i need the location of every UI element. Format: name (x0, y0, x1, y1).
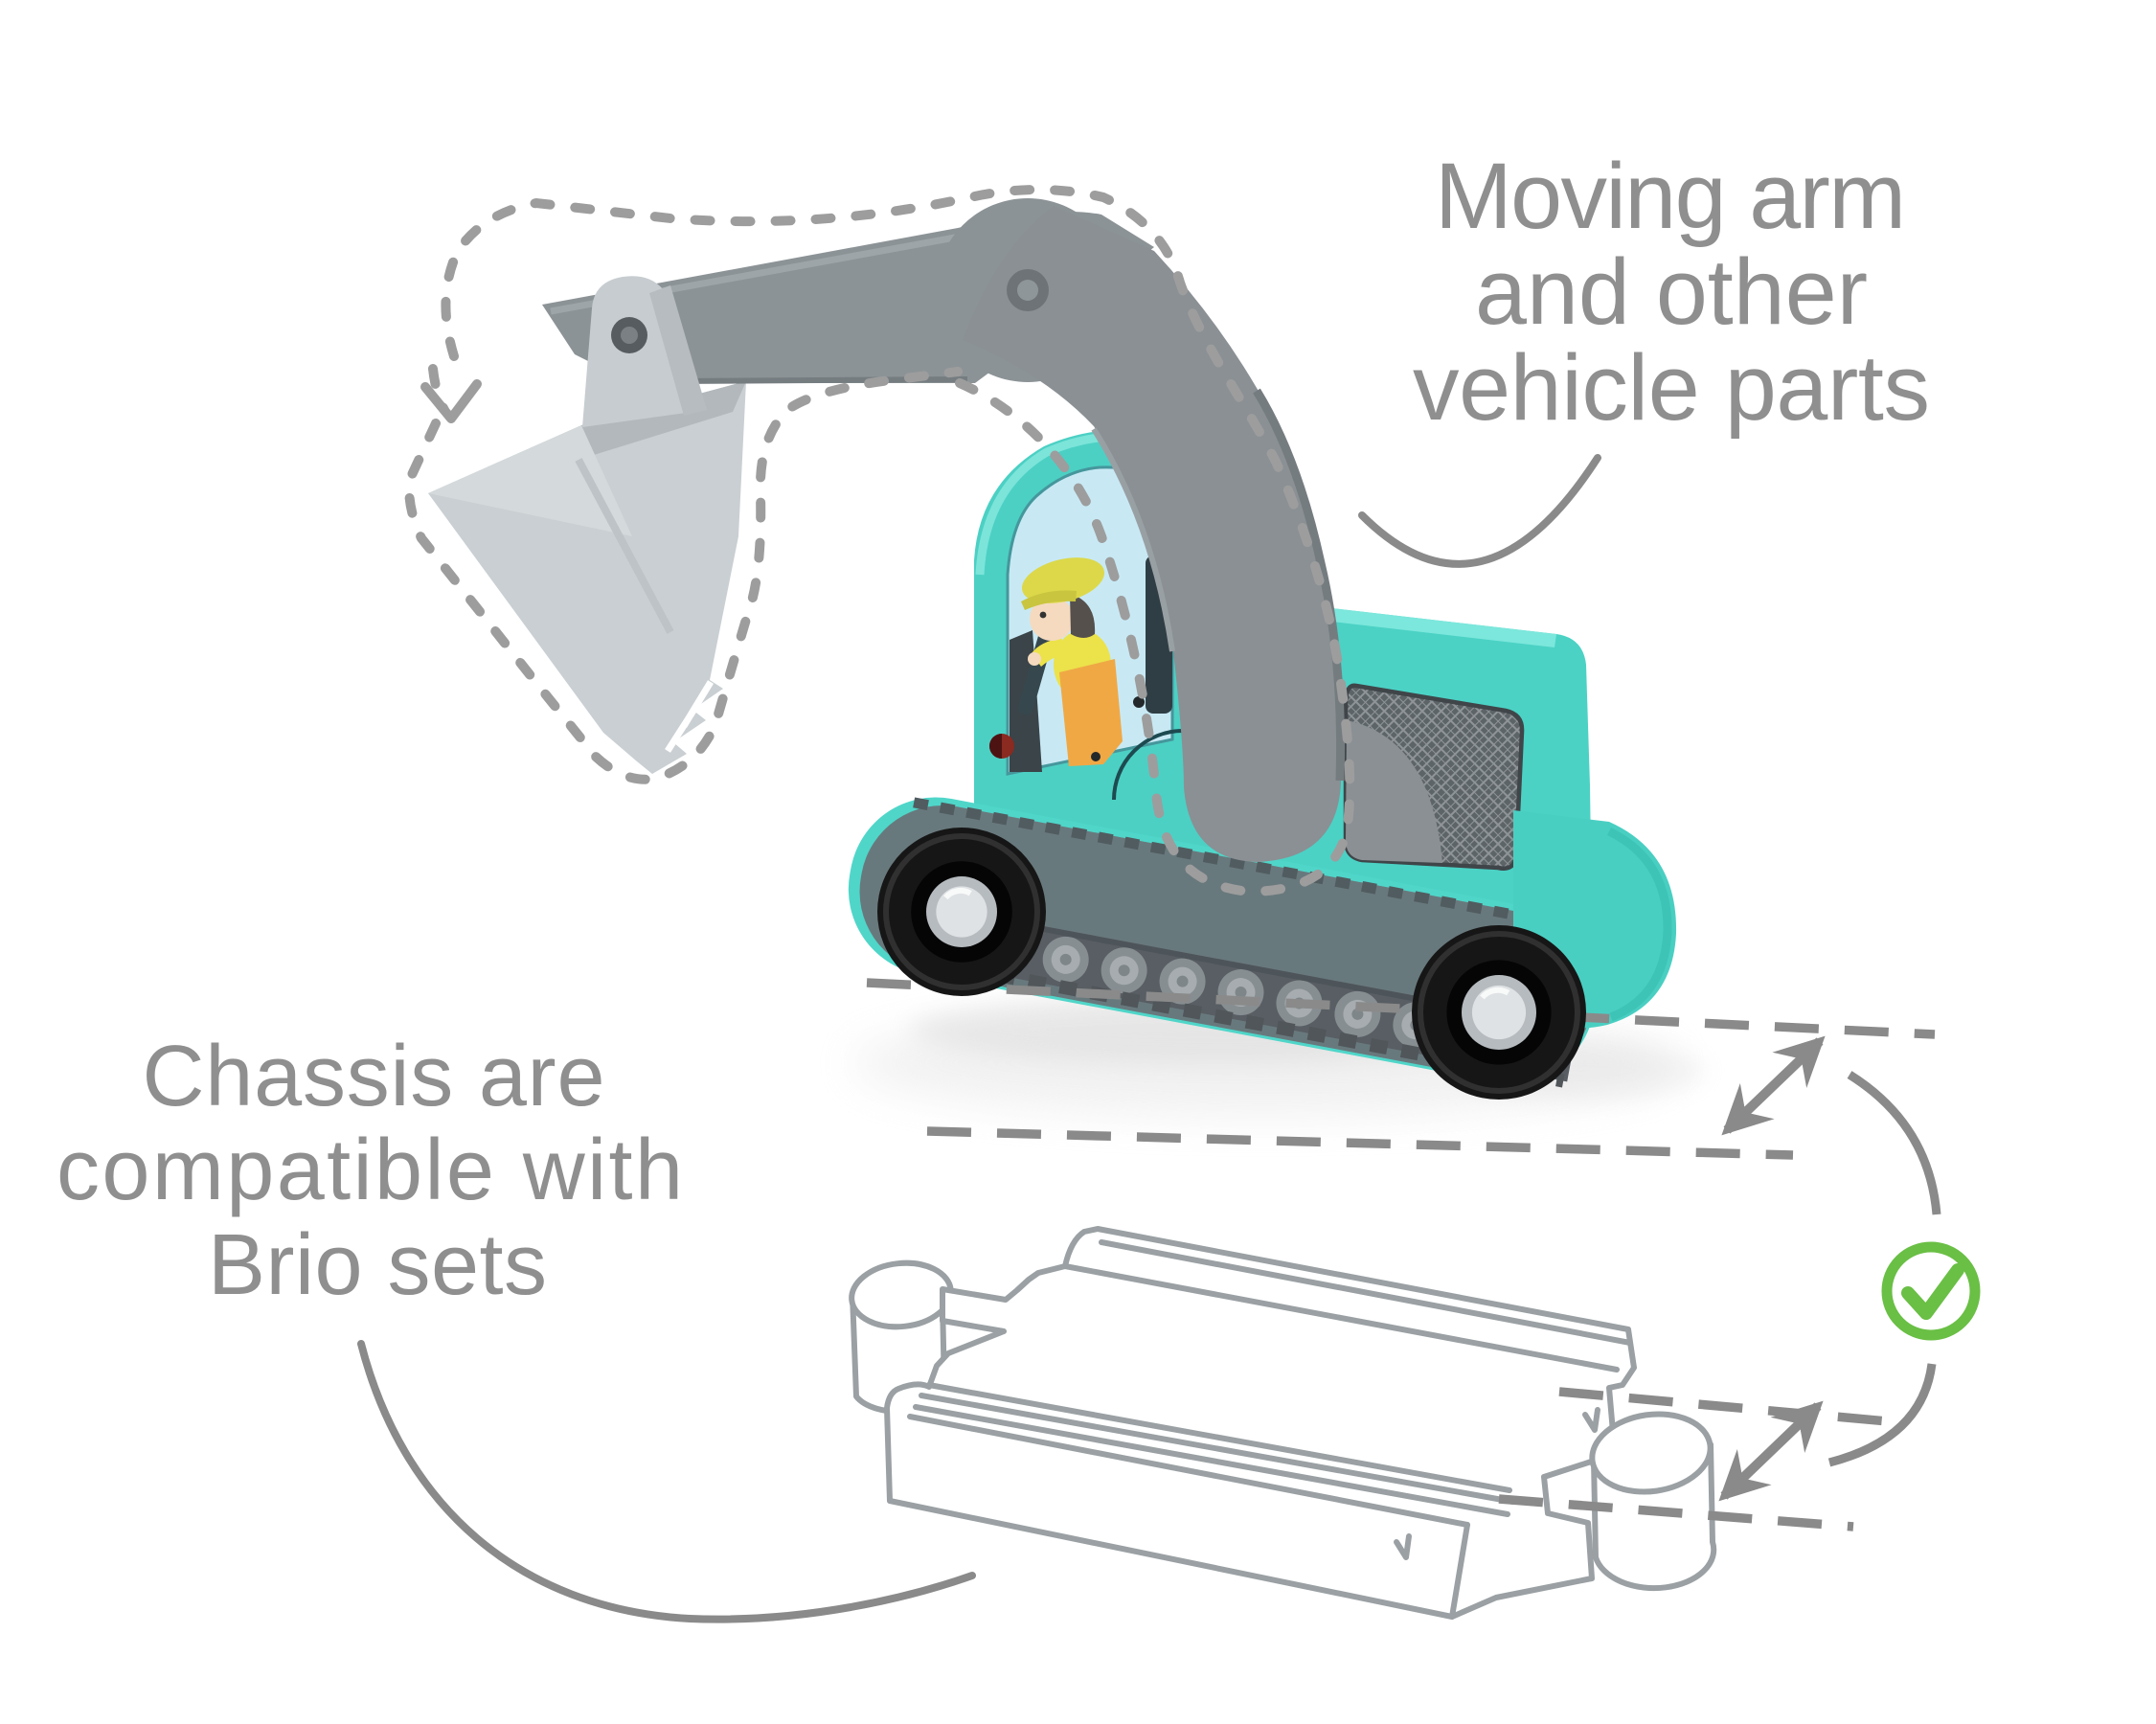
svg-text:and other: and other (1475, 239, 1868, 344)
svg-text:Brio sets: Brio sets (208, 1217, 547, 1313)
svg-text:Chassis are: Chassis are (143, 1029, 605, 1124)
svg-text:vehicle parts: vehicle parts (1413, 335, 1930, 440)
svg-text:Moving arm: Moving arm (1435, 144, 1906, 248)
svg-text:compatible with: compatible with (57, 1123, 683, 1218)
